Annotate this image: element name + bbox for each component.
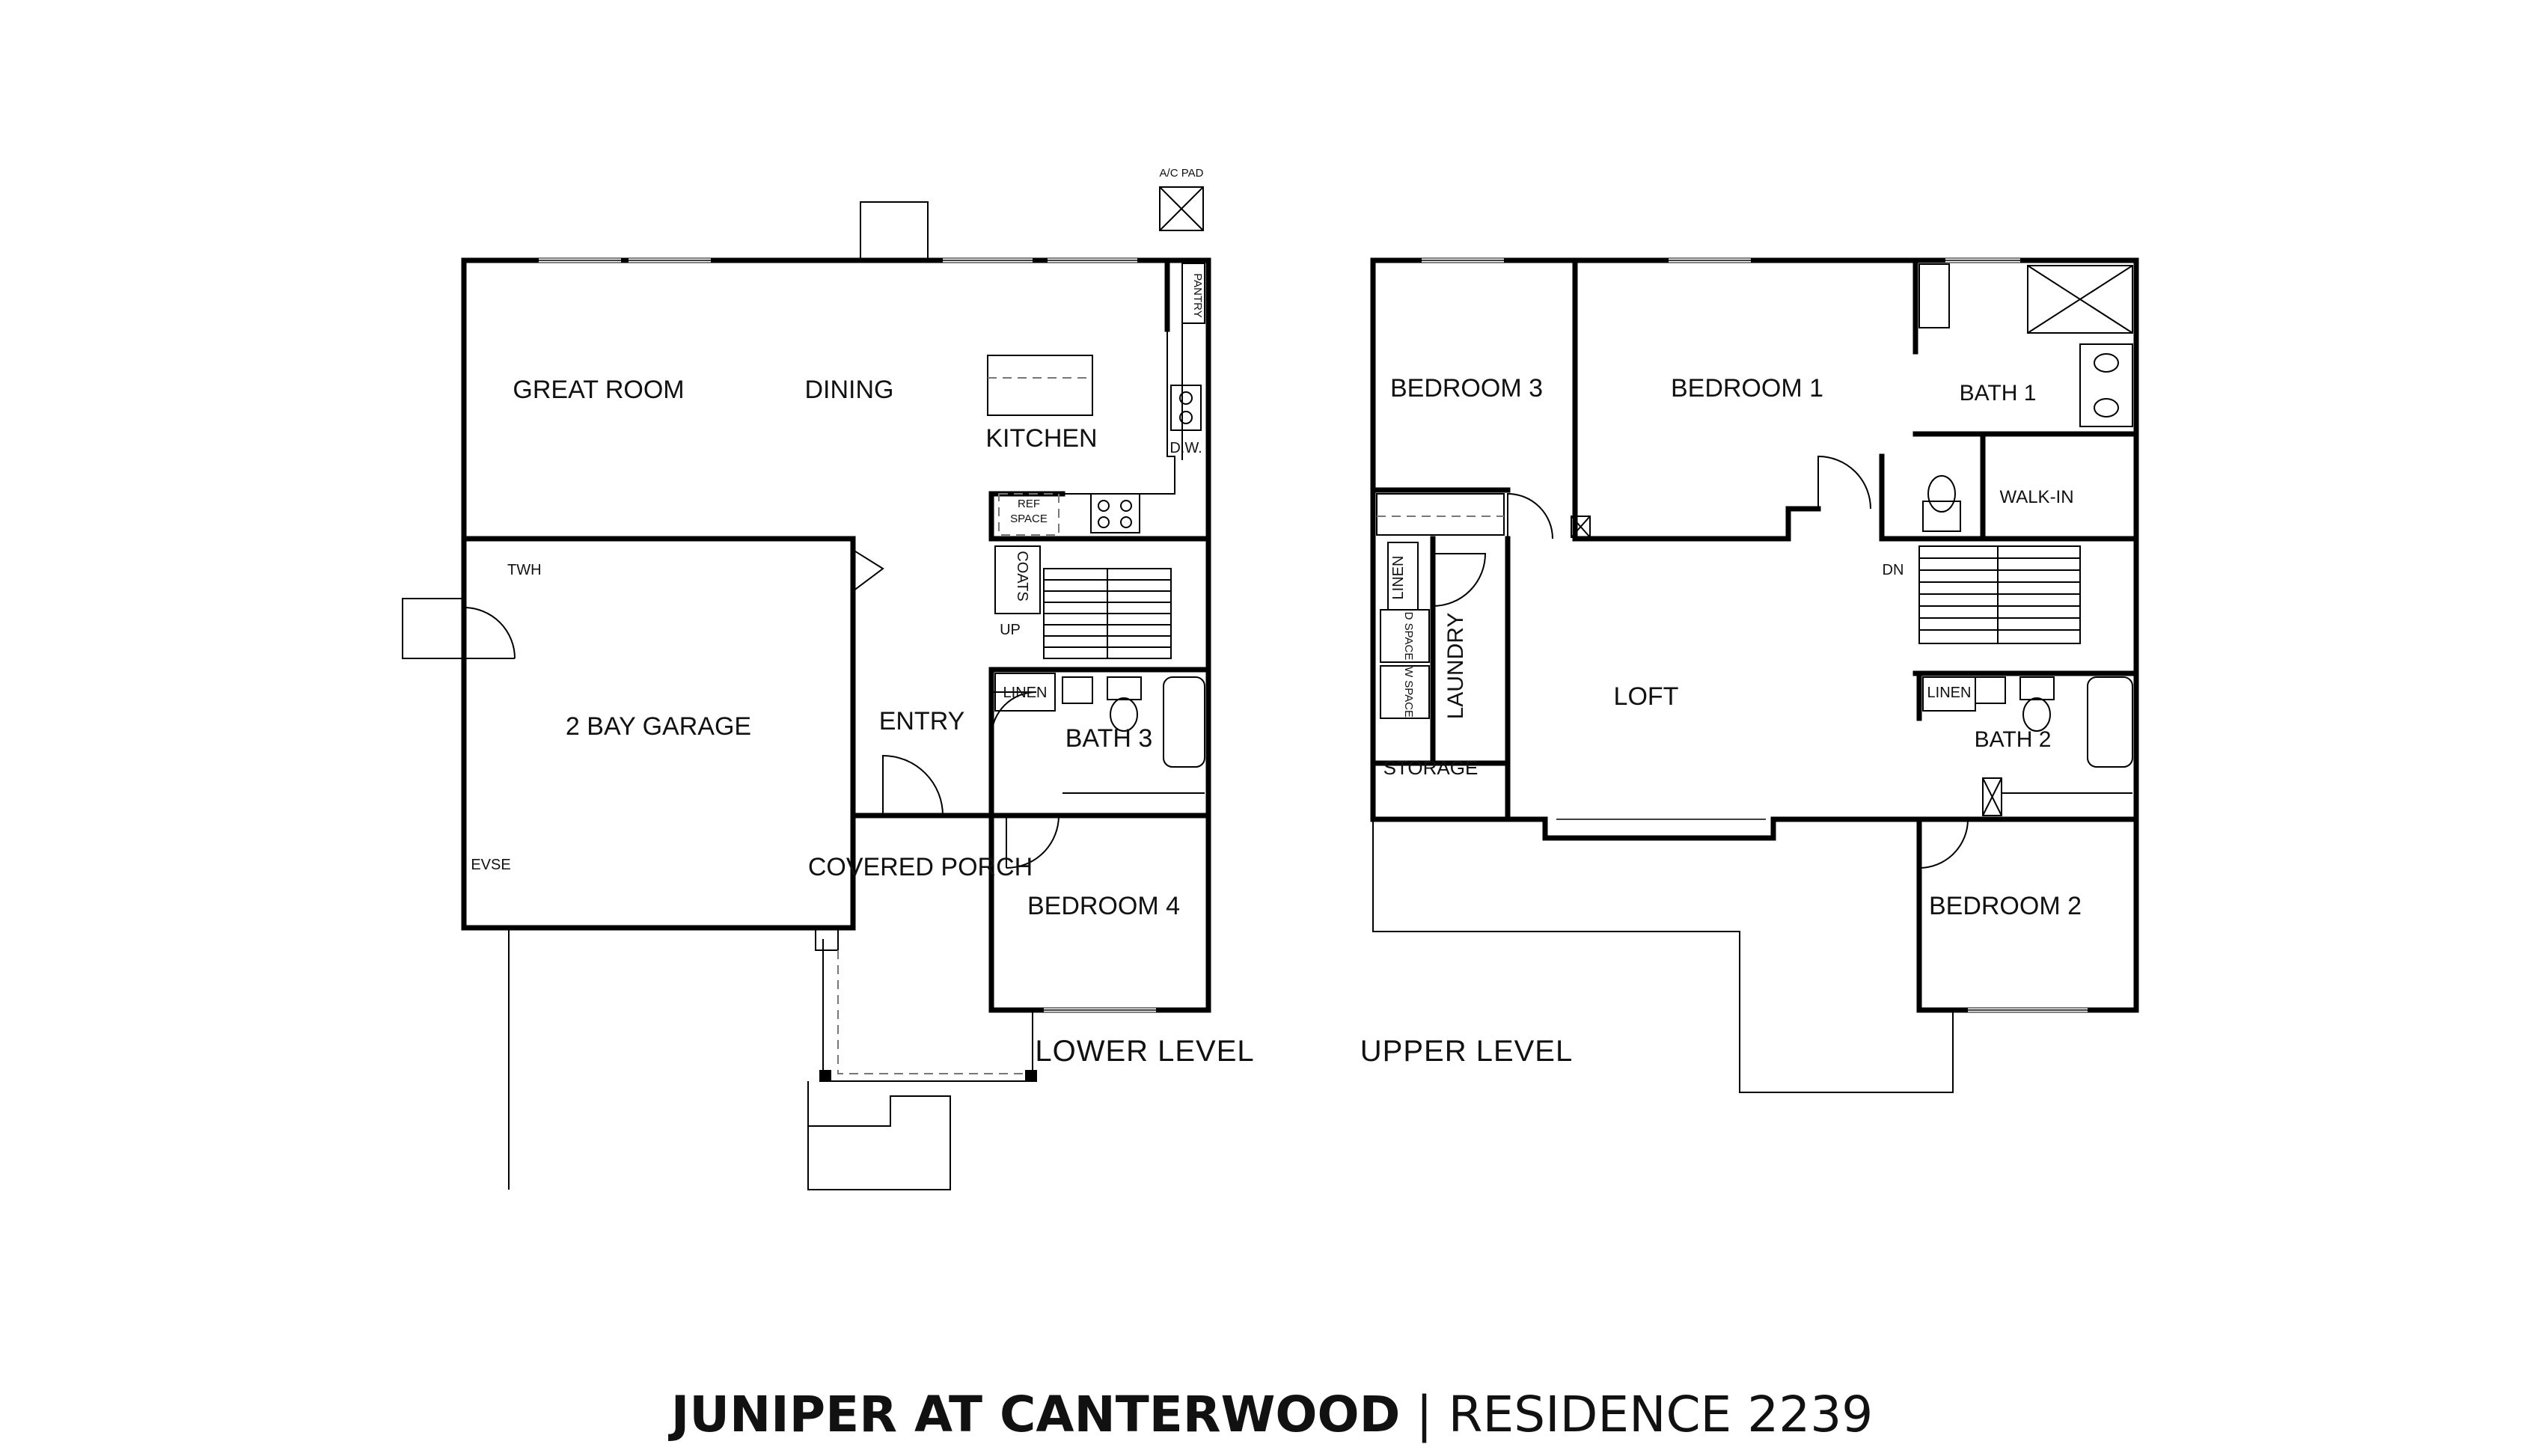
dishwasher-label: D.W. <box>1169 440 1202 456</box>
space-label: SPACE <box>1010 513 1048 525</box>
ref-space-box <box>998 493 1060 536</box>
range-icon <box>1090 493 1140 533</box>
toilet-icon <box>1107 676 1142 700</box>
kitchen-island <box>987 355 1093 416</box>
shower-icon <box>2027 265 2133 334</box>
entry-label: ENTRY <box>879 707 965 735</box>
coats-label: COATS <box>1014 551 1030 601</box>
washer-space <box>1380 665 1430 719</box>
sink-icon <box>1170 385 1202 431</box>
project-name: JUNIPER AT CANTERWOOD <box>670 1386 1401 1443</box>
great-room-label-line1: GREAT ROOM <box>513 376 684 404</box>
residence-name: RESIDENCE 2239 <box>1448 1386 1874 1443</box>
upper-stairs <box>1918 545 2081 644</box>
linen-bath2-label: LINEN <box>1927 685 1972 701</box>
upper-level-plan <box>1370 257 2139 1093</box>
coats-closet <box>994 545 1041 614</box>
title-separator: | <box>1416 1386 1433 1443</box>
loft-label: LOFT <box>1614 682 1679 711</box>
bathtub-icon <box>1163 676 1205 768</box>
linen-laundry-label: LINEN <box>1390 556 1407 600</box>
evse-label: EVSE <box>471 857 510 873</box>
lower-level-label: LOWER LEVEL <box>1035 1035 1254 1068</box>
upper-roof-outline <box>1372 819 1954 1093</box>
pantry-closet <box>1181 263 1205 324</box>
bedroom2-label: BEDROOM 2 <box>1929 892 2082 920</box>
bath1-label: BATH 1 <box>1960 381 2037 406</box>
upper-level-label: UPPER LEVEL <box>1360 1035 1573 1068</box>
twh-label: TWH <box>507 562 542 578</box>
bathtub-bath2-icon <box>2087 676 2133 768</box>
pantry-label: PANTRY <box>1191 273 1204 317</box>
laundry-linen <box>1387 542 1419 611</box>
up-label: UP <box>1000 622 1021 638</box>
fireplace-bump <box>860 201 929 260</box>
kitchen-counter <box>1062 329 1175 495</box>
dn-label: DN <box>1883 562 1904 578</box>
bath1-linen <box>1918 263 1950 328</box>
side-door-landing <box>402 598 463 659</box>
washer-space-label: W SPACE <box>1402 667 1415 718</box>
vanity-icon <box>2079 343 2133 427</box>
kitchen-label: KITCHEN <box>985 424 1097 453</box>
front-door-swing <box>882 754 944 816</box>
lower-level-plan <box>402 186 1211 1190</box>
bath2-linen <box>1922 676 1976 712</box>
bedroom3-closet <box>1376 493 1505 536</box>
bedroom4-label: BEDROOM 4 <box>1027 892 1180 920</box>
bedroom1-label: BEDROOM 1 <box>1671 374 1823 403</box>
bath2-label: BATH 2 <box>1975 727 2052 752</box>
dining-label: DINING <box>805 376 894 404</box>
sink-bath3-icon <box>1062 676 1093 704</box>
upper-exterior-wall <box>1370 257 2139 1013</box>
linen-lower-label: LINEN <box>1003 685 1048 701</box>
bedroom3-label: BEDROOM 3 <box>1390 374 1543 403</box>
lower-stairs <box>1043 568 1172 659</box>
ac-pad-box <box>1159 186 1204 231</box>
toilet-bath1-icon <box>1922 501 1961 532</box>
toilet-bath2-icon <box>2019 676 2055 700</box>
covered-porch-label: COVERED PORCH <box>808 853 1033 881</box>
linen-closet-lower <box>994 673 1056 712</box>
garage-label: 2 BAY GARAGE <box>566 712 751 741</box>
storage-label: STORAGE <box>1383 756 1479 779</box>
walk-in-label: WALK-IN <box>1999 487 2073 507</box>
upper-windows <box>1422 258 2088 1012</box>
laundry-label: LAUNDRY <box>1443 613 1468 720</box>
ac-pad-label: A/C PAD <box>1160 167 1204 180</box>
dryer-space-label: D SPACE <box>1402 612 1415 661</box>
lower-windows <box>539 258 1156 1012</box>
page-title: JUNIPER AT CANTERWOOD | RESIDENCE 2239 <box>0 1386 2544 1443</box>
bath3-label: BATH 3 <box>1065 724 1153 753</box>
ref-label: REF <box>1018 498 1040 510</box>
